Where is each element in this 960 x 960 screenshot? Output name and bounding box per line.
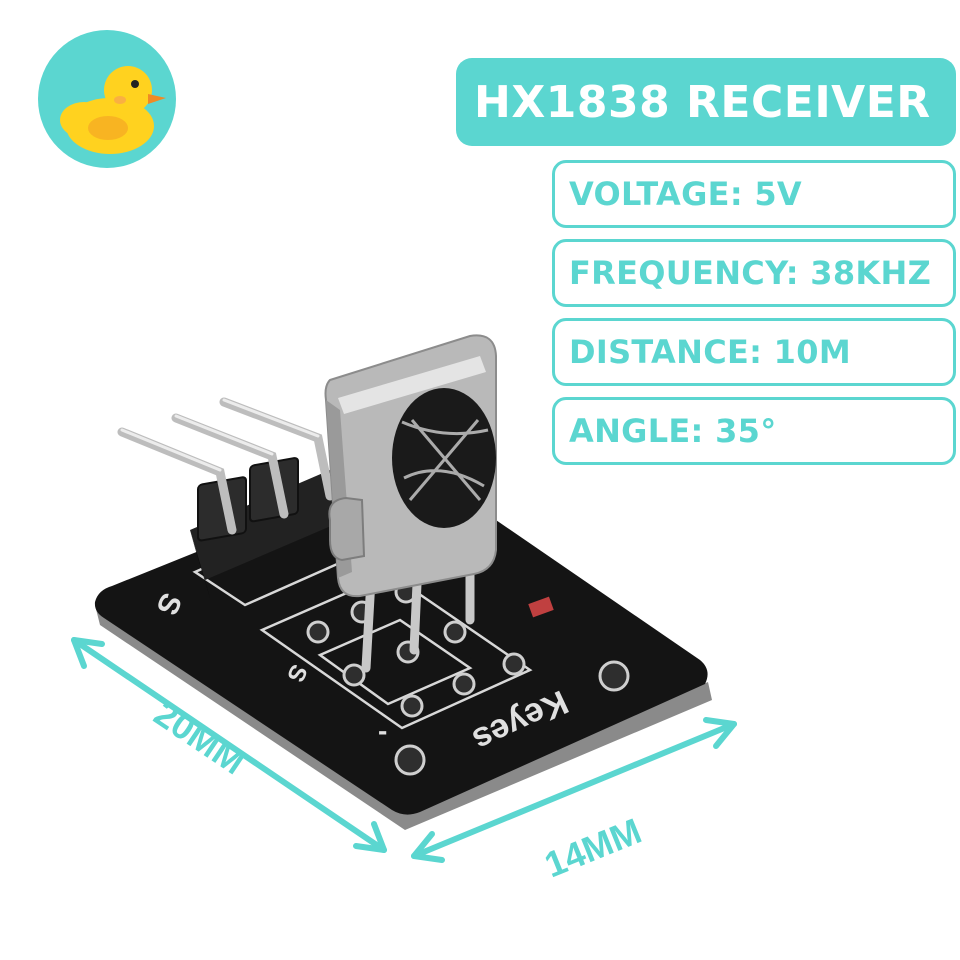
spec-angle: ANGLE: 35° xyxy=(552,397,956,465)
product-title: HX1838 RECEIVER xyxy=(456,58,956,146)
duck-logo-icon xyxy=(38,30,176,168)
spec-frequency: FREQUENCY: 38KHZ xyxy=(552,239,956,307)
spec-voltage: VOLTAGE: 5V xyxy=(552,160,956,228)
width-dimension-arrow xyxy=(411,721,737,859)
length-dimension-arrow xyxy=(71,637,387,853)
spec-distance: DISTANCE: 10M xyxy=(552,318,956,386)
pin-label-minus: - xyxy=(378,715,387,746)
width-dimension-label: 14MM xyxy=(539,810,647,885)
